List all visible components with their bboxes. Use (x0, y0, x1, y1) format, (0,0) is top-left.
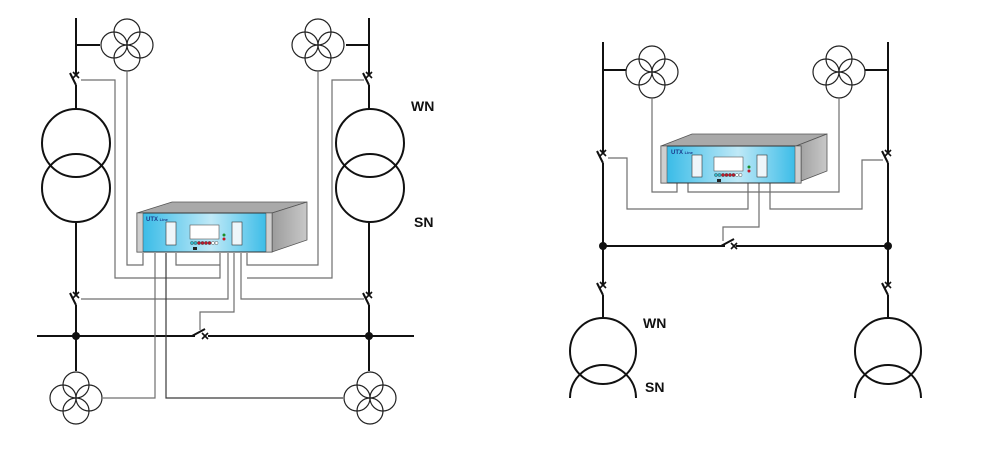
junction-dot (72, 332, 80, 340)
protection-device[interactable]: UTX Line (136, 201, 308, 253)
device-brand: UTX Line (146, 217, 169, 223)
device-display (713, 156, 744, 172)
right-scheme: WN SN UTX Line (569, 42, 922, 398)
device-buttons[interactable] (714, 165, 751, 177)
device-brand: UTX Line (671, 150, 694, 156)
circuit-breaker-icon[interactable] (362, 56, 373, 94)
protection-device[interactable]: UTX Line (660, 133, 828, 184)
winding-label-lv: SN (414, 214, 433, 230)
transformer-winding-hv-icon (569, 317, 637, 385)
winding-label-lv: SN (645, 379, 664, 395)
current-transformer-icon (49, 371, 103, 425)
signal-wiring (81, 71, 364, 399)
winding-label-hv: WN (643, 315, 666, 331)
transformer-winding-lv-icon (41, 153, 111, 223)
transformer-winding-lv-icon (854, 364, 922, 398)
led-panel-right (756, 154, 768, 178)
led-panel-left (165, 221, 177, 246)
circuit-breaker-icon[interactable] (596, 134, 607, 172)
current-transformer-icon (100, 18, 154, 72)
circuit-breaker-icon[interactable] (881, 134, 892, 172)
circuit-breaker-icon[interactable] (596, 266, 607, 304)
circuit-breaker-icon[interactable] (69, 56, 80, 94)
junction-dot (365, 332, 373, 340)
left-scheme: WN SN UTX Line (37, 18, 434, 425)
current-transformer-icon (625, 45, 679, 99)
current-transformer-icon (812, 45, 866, 99)
current-transformer-icon (291, 18, 345, 72)
circuit-breaker-icon[interactable] (362, 276, 373, 314)
transformer-winding-hv-icon (335, 108, 405, 178)
winding-label-hv: WN (411, 98, 434, 114)
current-transformer-icon (343, 371, 397, 425)
transformer-winding-lv-icon (569, 364, 637, 398)
circuit-breaker-icon[interactable] (69, 276, 80, 314)
transformer-winding-hv-icon (854, 317, 922, 385)
bus-coupler-switch-icon[interactable] (191, 328, 209, 340)
signal-wiring (608, 98, 883, 241)
circuit-breaker-icon[interactable] (881, 266, 892, 304)
junction-dot (884, 242, 892, 250)
transformer-winding-lv-icon (335, 153, 405, 223)
device-display (189, 224, 220, 240)
transformer-winding-hv-icon (41, 108, 111, 178)
device-buttons[interactable] (190, 233, 226, 245)
led-panel-left (691, 154, 703, 178)
junction-dot (599, 242, 607, 250)
led-panel-right (231, 221, 243, 246)
